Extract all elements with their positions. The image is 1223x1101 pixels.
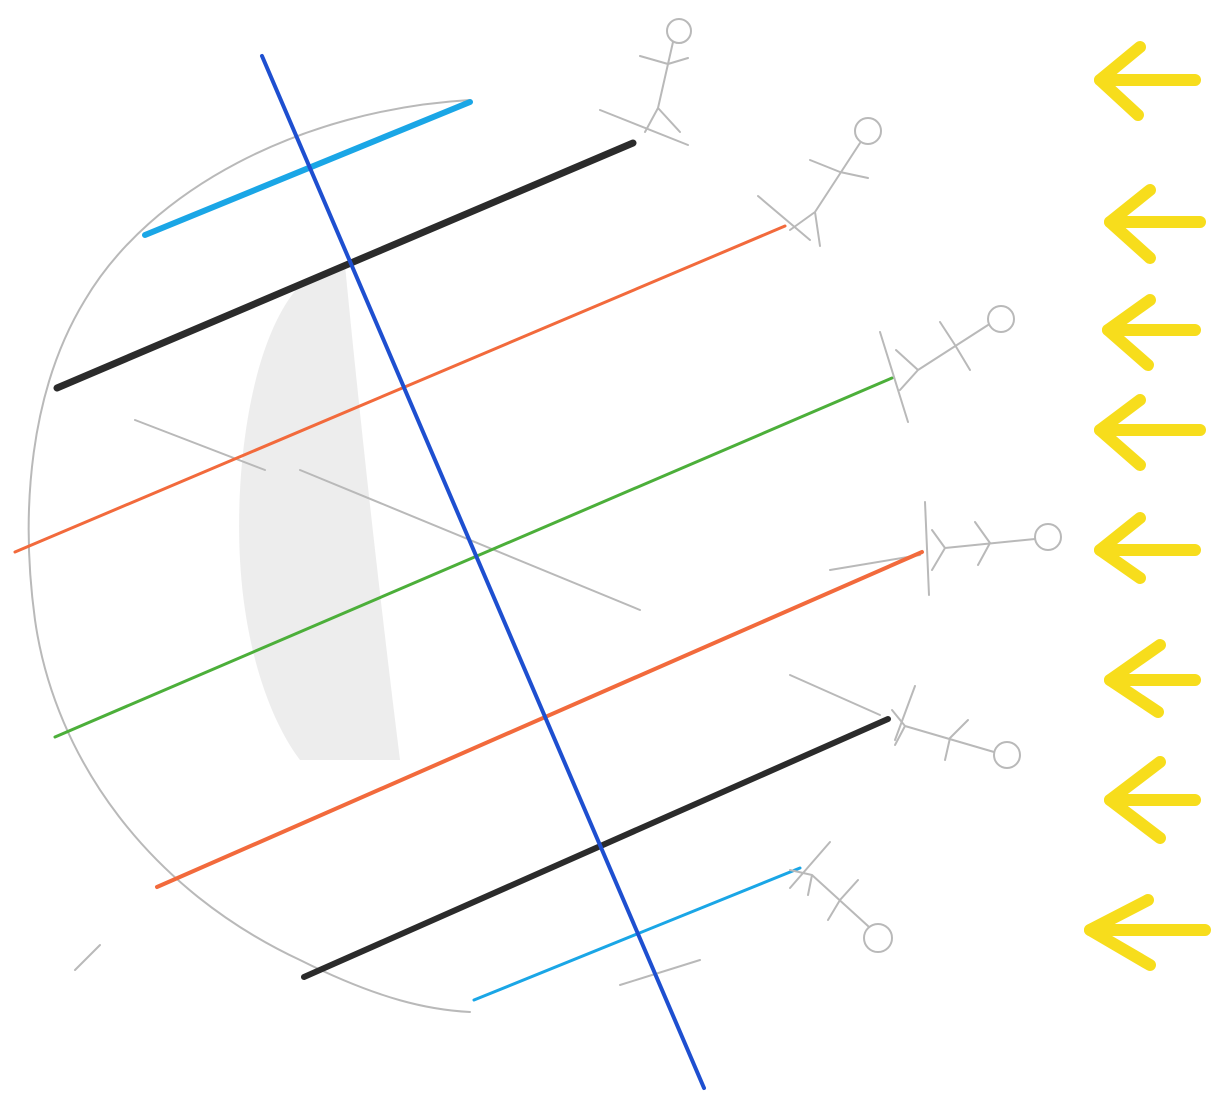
sunlight-arrow-icon: [1108, 300, 1195, 365]
sunlight-arrow-icon: [1100, 518, 1195, 578]
sight-lines: [15, 102, 922, 1000]
observer-figure: [790, 118, 881, 246]
sunlight-arrow-icon: [1110, 190, 1200, 258]
sight-line-green: [55, 378, 892, 737]
sunlight-arrow-icon: [1100, 400, 1200, 465]
observer-figure: [640, 19, 691, 132]
sight-line-light-blue-top: [145, 102, 470, 235]
globe-shaded-region: [239, 265, 400, 760]
sunlight-arrows: [1090, 47, 1205, 965]
observers: [640, 19, 1061, 952]
observer-figure: [932, 522, 1061, 570]
sunlight-arrow-icon: [1110, 762, 1195, 838]
sunlight-arrow-icon: [1110, 645, 1195, 712]
observer-figure: [892, 710, 1020, 768]
sunlight-arrow-icon: [1090, 900, 1205, 965]
observer-figure: [896, 306, 1014, 390]
sunlight-arrow-icon: [1100, 47, 1195, 115]
sight-line-orange-top: [15, 226, 785, 552]
observer-figure: [790, 870, 892, 952]
